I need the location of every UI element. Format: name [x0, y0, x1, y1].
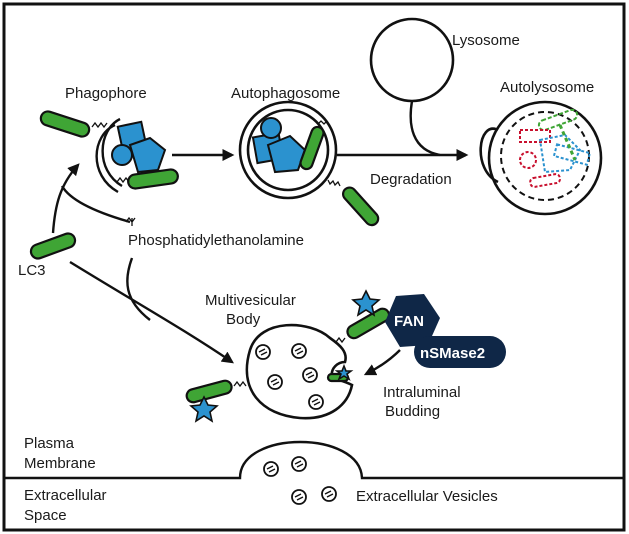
lc3-protein [39, 110, 91, 138]
label-space: Space [24, 507, 67, 524]
extracellular-vesicle [291, 456, 307, 472]
lc3-fan [346, 307, 391, 340]
label-phosphatidylethanolamine: Phosphatidylethanolamine [128, 232, 304, 249]
degraded-contents [519, 108, 592, 188]
intraluminal-vesicle [308, 394, 324, 410]
label-extracellular: Extracellular [24, 487, 107, 504]
label-plasma: Plasma [24, 435, 75, 452]
pe-merge-curve [60, 185, 131, 224]
label-autolysosome: Autolysosome [500, 79, 594, 96]
extracellular-vesicle [263, 461, 279, 477]
label-phagophore: Phagophore [65, 85, 147, 102]
nsmase2-protein [414, 336, 506, 368]
phagophore [39, 110, 179, 194]
label-autophagosome: Autophagosome [231, 85, 340, 102]
cargo-circle-1 [111, 144, 133, 166]
label-body: Body [226, 311, 261, 328]
arrow-budding [363, 349, 401, 376]
intraluminal-vesicle [255, 344, 271, 360]
lc3-protein [299, 125, 325, 171]
star-budding [334, 363, 354, 381]
fan-protein [385, 294, 440, 347]
extracellular-vesicle [321, 486, 337, 502]
lc3-released [341, 186, 380, 227]
star-mvb-left [189, 395, 219, 423]
label-intraluminal: Intraluminal [383, 384, 461, 401]
label-multivesicular: Multivesicular [205, 292, 296, 309]
lysosome [369, 17, 455, 157]
label-degradation: Degradation [370, 171, 452, 188]
label-nsmase2: nSMase2 [420, 345, 485, 362]
label-lysosome: Lysosome [452, 32, 520, 49]
arrow-lc3-to-phagophore [51, 163, 80, 234]
arrow-lc3-to-mvb [69, 260, 234, 364]
intraluminal-vesicle [267, 374, 283, 390]
intraluminal-vesicle [302, 367, 318, 383]
extracellular-vesicle [291, 489, 307, 505]
multivesicular-body [245, 323, 354, 420]
cargo-circle-2 [260, 117, 282, 139]
autophagosome [238, 100, 338, 200]
autolysosome [479, 100, 603, 216]
intraluminal-vesicle [291, 343, 307, 359]
label-lc3: LC3 [18, 262, 46, 279]
pe-curve-to-mvb [126, 257, 151, 321]
plasma-membrane-line [4, 440, 624, 480]
cargo-pentagon-1 [128, 136, 167, 174]
label-budding: Budding [385, 403, 440, 420]
label-fan: FAN [394, 313, 424, 330]
star-fan [351, 289, 381, 317]
label-membrane: Membrane [24, 455, 96, 472]
lc3-free [29, 232, 77, 260]
lc3-protein [127, 168, 179, 190]
label-extracellular-vesicles: Extracellular Vesicles [356, 488, 498, 505]
lc3-mvb-left [185, 379, 233, 404]
